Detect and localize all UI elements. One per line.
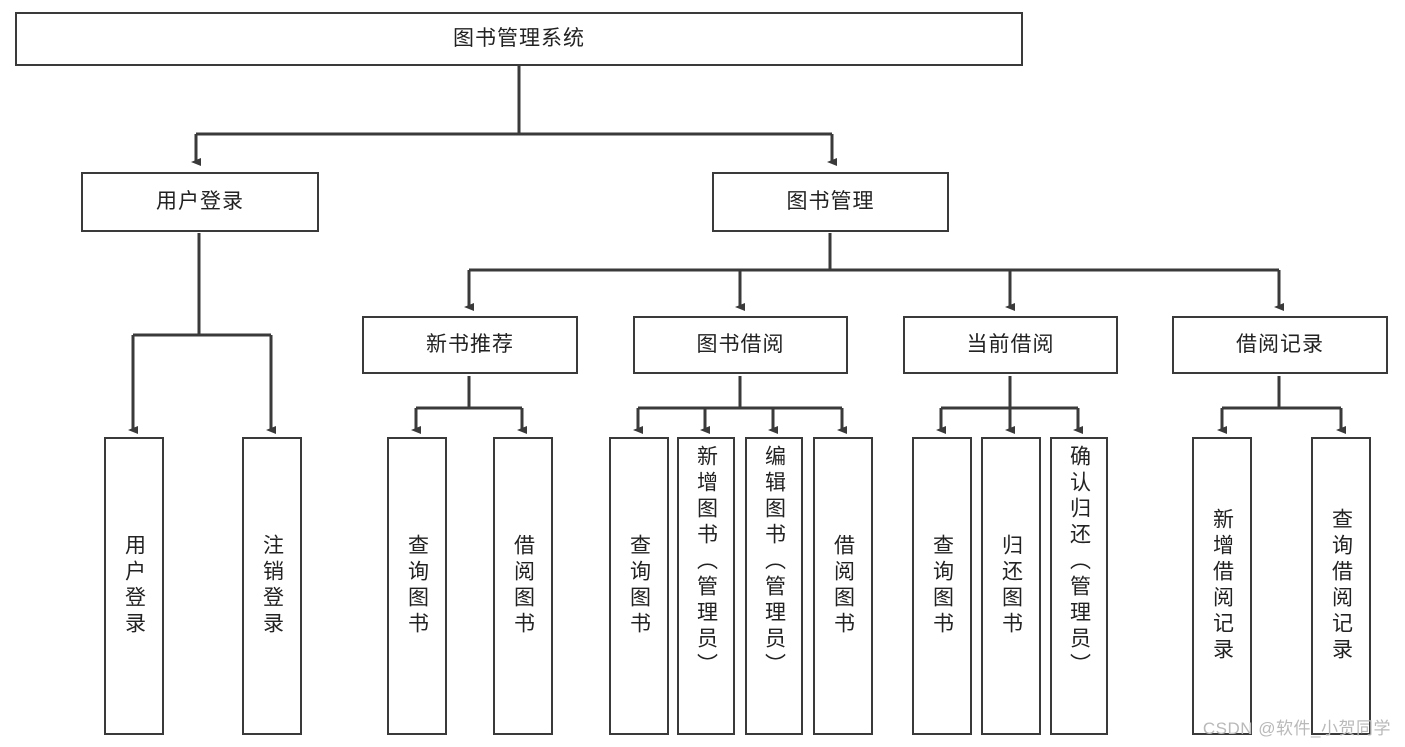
node-current-borrow[interactable]: 当前借阅 — [903, 316, 1118, 374]
node-current-borrow-label: 当前借阅 — [966, 333, 1055, 357]
node-borrow-record[interactable]: 借阅记录 — [1172, 316, 1388, 374]
node-root-label: 图书管理系统 — [453, 27, 585, 51]
node-new-book-recommend[interactable]: 新书推荐 — [362, 316, 578, 374]
leaf-borrow-book-2-label: 借阅图书 — [831, 534, 855, 638]
leaf-query-book-1-label: 查询图书 — [405, 534, 429, 638]
leaf-query-book-1[interactable]: 查询图书 — [387, 437, 447, 735]
leaf-query-book-3-label: 查询图书 — [930, 534, 954, 638]
leaf-add-book-label: 新增图书（管理员） — [694, 445, 718, 679]
leaf-edit-book-label: 编辑图书（管理员） — [762, 445, 786, 679]
leaf-add-record-label: 新增借阅记录 — [1210, 508, 1234, 664]
leaf-add-book[interactable]: 新增图书（管理员） — [677, 437, 735, 735]
leaf-borrow-book-2[interactable]: 借阅图书 — [813, 437, 873, 735]
node-root[interactable]: 图书管理系统 — [15, 12, 1023, 66]
node-book-borrow-label: 图书借阅 — [696, 333, 785, 357]
leaf-query-record-label: 查询借阅记录 — [1329, 508, 1353, 664]
leaf-borrow-book-1-label: 借阅图书 — [511, 534, 535, 638]
leaf-add-record[interactable]: 新增借阅记录 — [1192, 437, 1252, 735]
leaf-edit-book[interactable]: 编辑图书（管理员） — [745, 437, 803, 735]
leaf-query-book-2-label: 查询图书 — [627, 534, 651, 638]
leaf-query-book-2[interactable]: 查询图书 — [609, 437, 669, 735]
leaf-return-book-label: 归还图书 — [999, 534, 1023, 638]
leaf-confirm-return[interactable]: 确认归还（管理员） — [1050, 437, 1108, 735]
leaf-query-book-3[interactable]: 查询图书 — [912, 437, 972, 735]
leaf-user-login[interactable]: 用户登录 — [104, 437, 164, 735]
node-book-management-label: 图书管理 — [786, 190, 875, 214]
leaf-return-book[interactable]: 归还图书 — [981, 437, 1041, 735]
node-new-book-recommend-label: 新书推荐 — [426, 333, 514, 357]
node-borrow-record-label: 借阅记录 — [1236, 333, 1324, 357]
node-user-login[interactable]: 用户登录 — [81, 172, 319, 232]
leaf-borrow-book-1[interactable]: 借阅图书 — [493, 437, 553, 735]
leaf-user-login-label: 用户登录 — [122, 534, 146, 638]
leaf-query-record[interactable]: 查询借阅记录 — [1311, 437, 1371, 735]
csdn-watermark: CSDN @软件_小贺同学 — [1202, 719, 1391, 738]
leaf-logout-login[interactable]: 注销登录 — [242, 437, 302, 735]
leaf-logout-login-label: 注销登录 — [260, 534, 284, 638]
leaf-confirm-return-label: 确认归还（管理员） — [1067, 445, 1091, 679]
node-book-management[interactable]: 图书管理 — [712, 172, 949, 232]
node-book-borrow[interactable]: 图书借阅 — [633, 316, 848, 374]
node-user-login-label: 用户登录 — [156, 190, 244, 214]
